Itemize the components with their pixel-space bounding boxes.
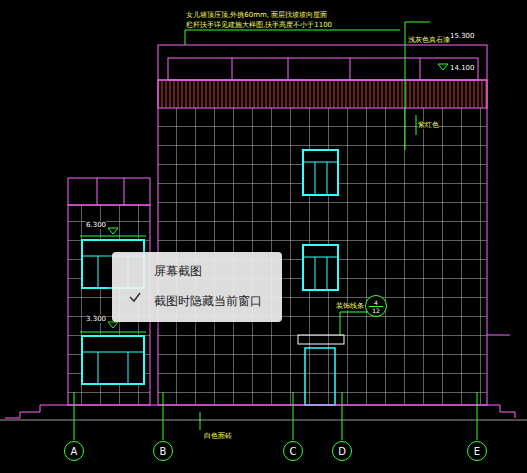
annotation-text: 6.300	[86, 221, 106, 229]
axis-label: E	[474, 446, 480, 457]
axis-circle: A	[64, 441, 84, 461]
annotation-text: 紫红色	[418, 121, 439, 129]
check-mark	[128, 290, 142, 304]
annotation-text: 装饰线条	[336, 302, 364, 310]
callout-divider	[369, 306, 383, 307]
annotation-text: 14.100	[450, 64, 475, 72]
menu-item: 屏幕截图	[112, 256, 282, 286]
axis-label: B	[160, 446, 167, 457]
axis-label: C	[290, 446, 297, 457]
axis-circle: E	[467, 441, 487, 461]
axis-label: D	[338, 446, 346, 457]
axis-circle: D	[332, 441, 352, 461]
annotation-text: 浅灰色真石漆	[408, 36, 450, 44]
context-menu: 屏幕截图截图时隐藏当前窗口	[112, 252, 282, 322]
annotation-text: 女儿墙顶压顶,外挑60mm, 面层找坡坡向屋面	[186, 11, 327, 19]
annotation-text: 15.300	[450, 32, 475, 40]
axis-circle: B	[153, 441, 173, 461]
annotation-text: 3.300	[86, 315, 106, 323]
detail-callout: 412	[365, 295, 387, 317]
callout-number: 12	[372, 307, 380, 314]
annotation-text: 栏杆扶手详见建施大样图,扶手高度不小于1100	[186, 21, 332, 29]
menu-item: 截图时隐藏当前窗口	[112, 286, 282, 316]
callout-number: 4	[374, 299, 378, 306]
axis-circle: C	[283, 441, 303, 461]
annotation-text: 白色面砖	[204, 432, 232, 440]
axis-label: A	[71, 446, 78, 457]
